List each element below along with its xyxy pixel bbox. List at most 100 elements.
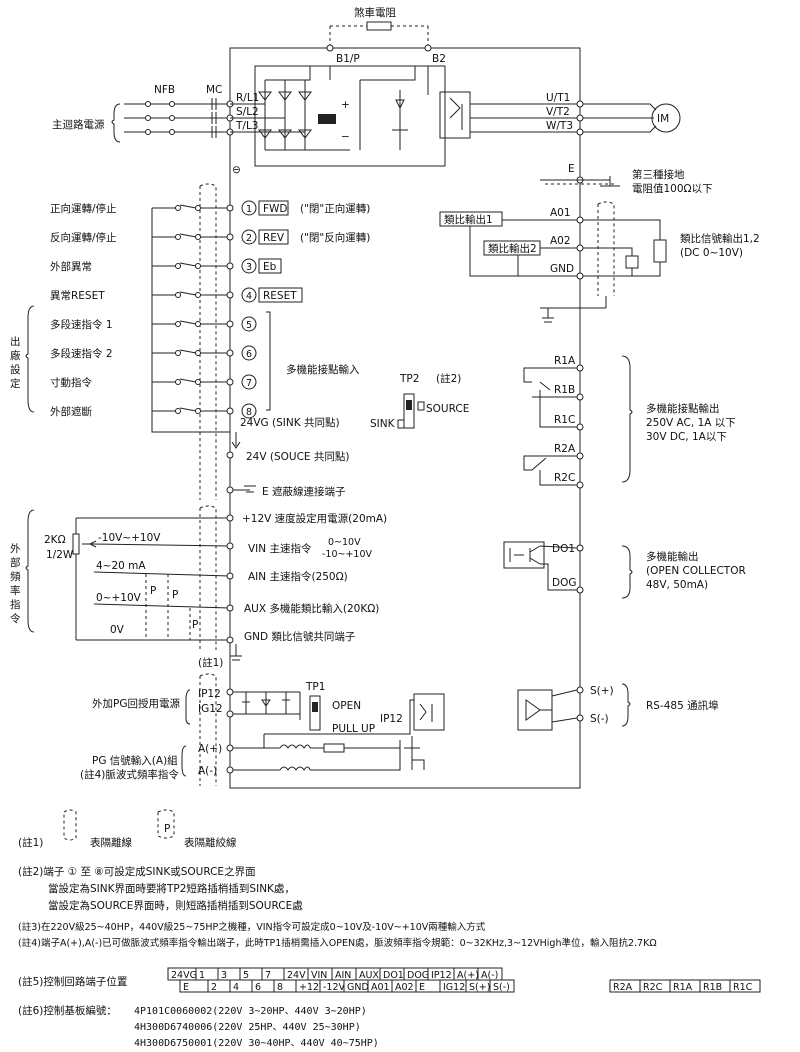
terminal-number: 4 bbox=[246, 291, 252, 302]
analog-outputs: 類比輸出1 類比輸出2 A01 A02 GND 類比信號輸出1,2 (DC 0~… bbox=[439, 201, 760, 323]
terminal-cell: A02 bbox=[395, 982, 414, 993]
tp2-jumper: TP2 (註2) SINK SOURCE bbox=[370, 373, 469, 430]
svg-text:PG 信號輸入(A)組: PG 信號輸入(A)組 bbox=[92, 754, 178, 767]
terminal-number: 7 bbox=[246, 378, 252, 389]
svg-text:多機能接點輸出: 多機能接點輸出 bbox=[646, 402, 720, 415]
terminal-cell: IP12 bbox=[431, 970, 452, 981]
terminal-cell: +12V bbox=[299, 982, 326, 993]
svg-text:當設定為SOURCE界面時，則短路插梢插到SOURCE處: 當設定為SOURCE界面時，則短路插梢插到SOURCE處 bbox=[48, 899, 303, 912]
svg-text:48V, 50mA): 48V, 50mA) bbox=[646, 579, 708, 591]
input-name: 外部遮斷 bbox=[50, 405, 92, 418]
analog-out2-label: 類比輸出2 bbox=[488, 242, 537, 255]
terminal-cell: A(+) bbox=[457, 970, 479, 981]
terminal-number-circle bbox=[241, 258, 257, 274]
svg-text:0~10V: 0~10V bbox=[328, 537, 361, 548]
rs485-port: S(+) S(-) RS-485 通訊埠 bbox=[517, 683, 719, 731]
shield-terminal: E 遮蔽線連接端子 bbox=[262, 485, 345, 498]
svg-text:表隔離絞線: 表隔離絞線 bbox=[184, 836, 237, 849]
svg-text:−: − bbox=[341, 131, 350, 143]
svg-text:表隔離線: 表隔離線 bbox=[90, 836, 132, 849]
external-frequency: 外部頻率指令 2KΩ 1/2W -10V~+10V 4~20 mA 0~+10V… bbox=[10, 505, 231, 650]
svg-text:P: P bbox=[172, 589, 178, 601]
svg-text:A02: A02 bbox=[550, 235, 571, 247]
svg-text:4P101C0060002(220V 3~20HP、440V: 4P101C0060002(220V 3~20HP、440V 3~20HP) bbox=[134, 1006, 367, 1017]
terminal-number-circle bbox=[241, 403, 257, 419]
svg-text:(註3)在220V級25~40HP，440V級25~75HP: (註3)在220V級25~40HP，440V級25~75HP之機種，VIN指令可… bbox=[18, 921, 486, 933]
svg-text:(註1): (註1) bbox=[198, 657, 223, 669]
svg-text:-10V~+10V: -10V~+10V bbox=[98, 532, 161, 544]
svg-text:SINK: SINK bbox=[370, 418, 396, 430]
svg-text:(註5)控制回路端子位置: (註5)控制回路端子位置 bbox=[18, 975, 127, 988]
digital-inputs: 出廠設定 bbox=[10, 183, 230, 500]
svg-text:DOG: DOG bbox=[552, 577, 577, 589]
svg-text:U/T1: U/T1 bbox=[546, 92, 570, 104]
svg-text:R1B: R1B bbox=[554, 384, 575, 396]
terminal-cell: 3 bbox=[221, 970, 227, 981]
svg-text:(註6)控制基板編號：: (註6)控制基板編號： bbox=[18, 1004, 117, 1017]
bus-minus: ⊖ bbox=[232, 164, 241, 176]
nfb-label: NFB bbox=[154, 84, 175, 96]
terminal-number: 8 bbox=[246, 407, 252, 418]
ext-freq-label: 外部頻率指令 bbox=[10, 543, 21, 625]
svg-text:(註4)端子A(+),A(-)已可做脈波式頻率指令輸出端子，: (註4)端子A(+),A(-)已可做脈波式頻率指令輸出端子，此時TP1插梢需插入… bbox=[18, 937, 657, 949]
svg-text:+: + bbox=[341, 99, 350, 111]
motor-symbol bbox=[651, 103, 681, 133]
svg-text:IP12: IP12 bbox=[198, 688, 221, 700]
svg-text:OPEN: OPEN bbox=[332, 700, 361, 712]
input-name: 多段速指令 1 bbox=[50, 318, 113, 331]
svg-text:TP2: TP2 bbox=[399, 373, 419, 385]
svg-text:P: P bbox=[164, 823, 170, 835]
terminal-cell: 1 bbox=[199, 970, 205, 981]
motor-output: U/T1 V/T2 W/T3 IM E 第三種接地 電阻值100Ω以下 bbox=[470, 92, 713, 195]
svg-text:-10~+10V: -10~+10V bbox=[322, 549, 373, 560]
svg-text:AIN 主速指令(250Ω): AIN 主速指令(250Ω) bbox=[248, 570, 348, 583]
terminal-cell: 7 bbox=[265, 970, 271, 981]
terminal-number: 3 bbox=[246, 262, 252, 273]
mc-label: MC bbox=[206, 84, 222, 96]
svg-text:4H300D6750001(220V 30~40HP、440: 4H300D6750001(220V 30~40HP、440V 40~75HP) bbox=[134, 1038, 379, 1049]
terminal-cell: 2 bbox=[211, 982, 217, 993]
terminal-name: FWD bbox=[263, 203, 288, 215]
power-stage: + − bbox=[254, 65, 471, 167]
relay-terminal-cell: R2A bbox=[613, 982, 633, 993]
svg-text:30V DC, 1A以下: 30V DC, 1A以下 bbox=[646, 431, 727, 443]
terminal-cell: S(-) bbox=[493, 982, 510, 993]
svg-text:R2A: R2A bbox=[554, 443, 576, 455]
relay-terminal-cell: R1A bbox=[673, 982, 693, 993]
terminal-cell: DO1 bbox=[383, 970, 404, 981]
terminal-cell: 4 bbox=[233, 982, 239, 993]
svg-text:(OPEN COLLECTOR: (OPEN COLLECTOR bbox=[646, 565, 746, 577]
mains-label: 主迴路電源 bbox=[52, 118, 105, 131]
input-row: 寸動指令 7 bbox=[50, 374, 257, 390]
svg-text:(註1): (註1) bbox=[18, 837, 43, 849]
terminal-cell: S(+) bbox=[469, 982, 490, 993]
svg-text:(註4)脈波式頻率指令: (註4)脈波式頻率指令 bbox=[80, 768, 179, 781]
svg-text:SOURCE: SOURCE bbox=[426, 403, 469, 415]
terminal-cell: 24V bbox=[287, 970, 306, 981]
input-name: 多段速指令 2 bbox=[50, 347, 113, 360]
terminal-number-circle bbox=[241, 287, 257, 303]
terminal-name: Eb bbox=[263, 261, 277, 273]
svg-text:(DC 0~10V): (DC 0~10V) bbox=[680, 247, 743, 259]
svg-text:S(+): S(+) bbox=[590, 685, 614, 697]
terminal-number-circle bbox=[241, 374, 257, 390]
svg-text:GND: GND bbox=[550, 263, 574, 275]
terminal-number: 1 bbox=[246, 204, 252, 215]
svg-text:當設定為SINK界面時要將TP2短路插梢插到SINK處，: 當設定為SINK界面時要將TP2短路插梢插到SINK處， bbox=[48, 882, 295, 895]
terminal-number: 2 bbox=[246, 233, 252, 244]
input-name: 寸動指令 bbox=[50, 376, 92, 389]
svg-text:R/L1: R/L1 bbox=[236, 92, 259, 104]
svg-text:多機能輸出: 多機能輸出 bbox=[646, 550, 699, 563]
analog-out1-label: 類比輸出1 bbox=[444, 213, 493, 226]
svg-text:E: E bbox=[568, 163, 575, 175]
svg-text:DO1: DO1 bbox=[552, 543, 575, 555]
svg-text:T/L3: T/L3 bbox=[235, 120, 258, 132]
svg-text:類比信號輸出1,2: 類比信號輸出1,2 bbox=[680, 232, 760, 245]
